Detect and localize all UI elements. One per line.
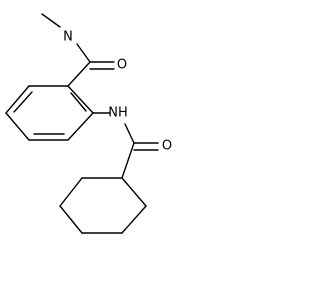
bond-chx-4 — [59, 205, 83, 234]
atom-o-lower: O — [162, 139, 172, 154]
bond-chx-2 — [121, 205, 147, 234]
bond-ring-5 — [5, 85, 30, 114]
bond-chx-1 — [121, 177, 147, 207]
bond-ring-inner-1 — [70, 92, 87, 112]
bond-ring-inner-3 — [13, 91, 33, 113]
bond-carbonyl-ring — [67, 61, 91, 87]
bond-nh-carbonyl — [124, 123, 135, 144]
structure-canvas: N O NH O — [5, 13, 172, 234]
bond-methyl-n — [41, 13, 61, 28]
bond-chx-5 — [59, 177, 83, 207]
bond-ring-2 — [67, 112, 94, 141]
bond-ring-1 — [67, 85, 94, 114]
bond-ring-4 — [5, 112, 30, 141]
bond-n-carbonyl — [76, 43, 91, 63]
atom-o-upper: O — [117, 58, 127, 73]
atom-n-methylamide: N — [63, 30, 73, 45]
atom-nh-anilide: NH — [108, 106, 128, 121]
bond-carbonyl-cyclohexyl — [121, 142, 135, 179]
molecule-drawing: N O NH O — [5, 13, 172, 234]
